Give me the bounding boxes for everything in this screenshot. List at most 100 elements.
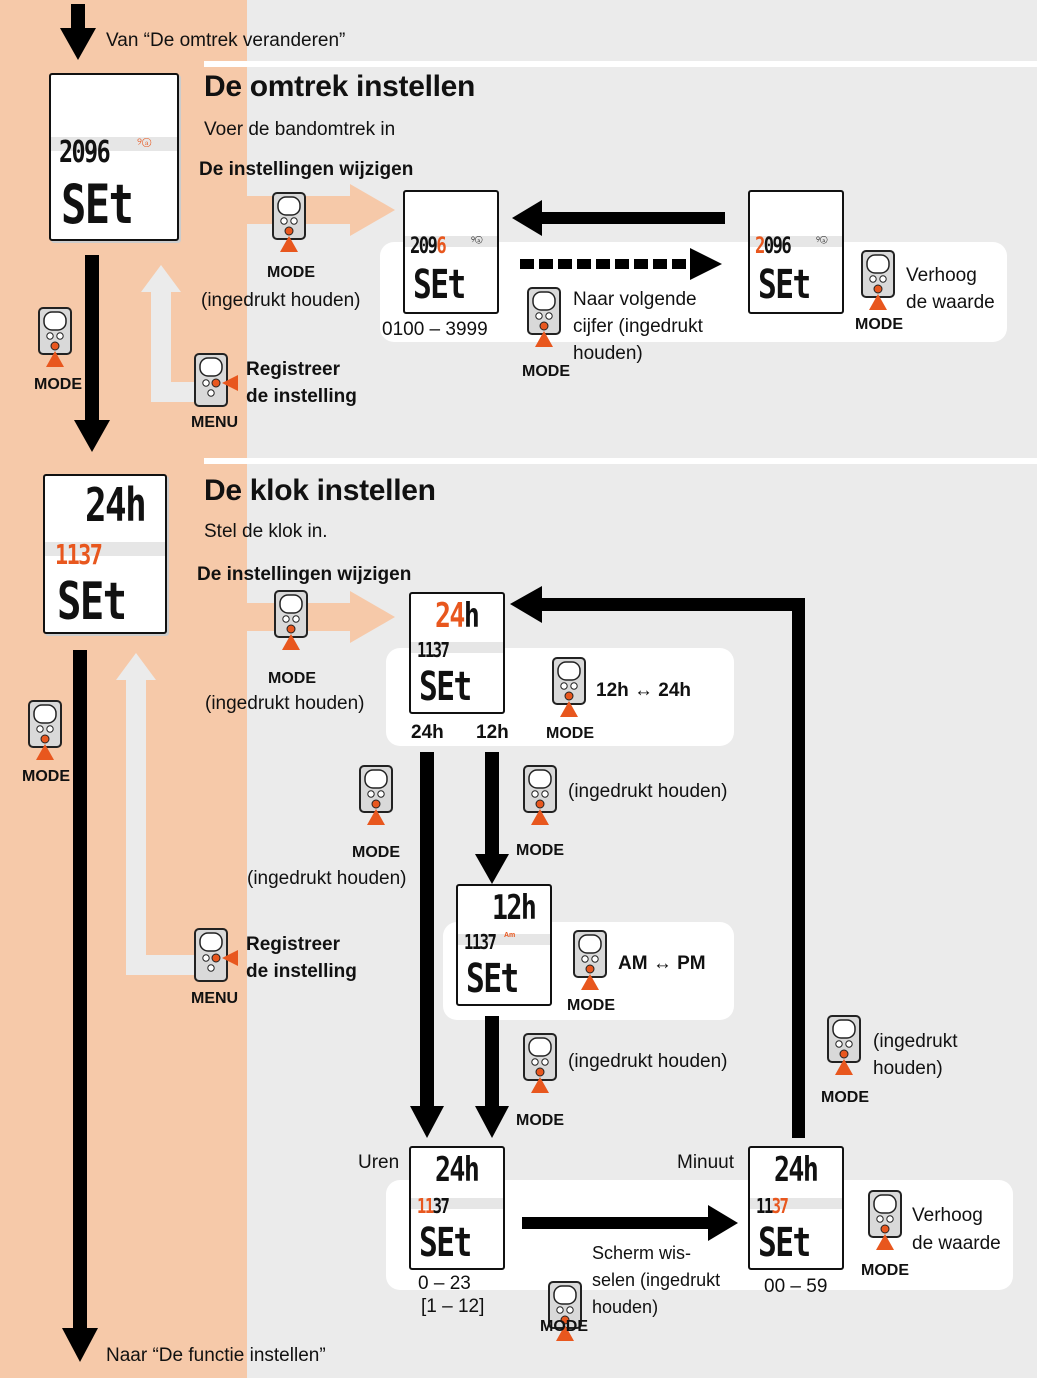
option-24h: 24h (411, 722, 444, 743)
menu-label: MENU (191, 414, 239, 431)
switch-screen-label: Scherm wis- (592, 1243, 692, 1263)
lcd-set: SEt (413, 262, 466, 308)
increase-label: Verhoog (912, 1205, 983, 1226)
divider (204, 458, 1037, 464)
lcd-set: SEt (419, 1220, 472, 1266)
device-mode-icon (523, 1033, 557, 1093)
menu-label: MENU (191, 990, 239, 1007)
unit-icon: ୨ⓐ (471, 235, 483, 244)
device-menu-icon (194, 928, 238, 982)
hours-label: Uren (358, 1152, 400, 1173)
mode-label: MODE (268, 670, 316, 687)
mode-label: MODE (34, 376, 82, 393)
lcd-set: SEt (419, 664, 472, 710)
hold-split-label: (ingedrukt (873, 1031, 958, 1052)
lcd-hours: 24h 1137 SEt (409, 1146, 505, 1270)
section-title: De omtrek instellen (204, 70, 476, 103)
next-digit-label: houden) (573, 343, 643, 364)
device-mode-icon (359, 765, 393, 825)
device-mode-icon (523, 765, 557, 825)
am-indicator: Am (504, 932, 516, 939)
switch-screen-label: houden) (592, 1297, 659, 1317)
top-note: Van “De omtrek veranderen” (106, 30, 346, 51)
device-mode-icon (548, 1281, 582, 1341)
lcd-24h: 24h (774, 1150, 819, 1190)
device-mode-icon (868, 1190, 902, 1250)
lcd-value: 2096 (410, 234, 447, 259)
lcd-value: 2096 (755, 234, 792, 259)
lcd-24h: 24h (435, 1150, 480, 1190)
device-mode-icon (28, 700, 62, 760)
hold-label: (ingedrukt houden) (247, 868, 407, 889)
lcd-value: 2096 (59, 135, 111, 170)
lcd-format-24h: 24h 1137 SEt (409, 592, 505, 714)
register-label: Registreer (246, 934, 340, 955)
lcd-set: SEt (61, 173, 134, 236)
change-heading: De instellingen wijzigen (199, 159, 414, 180)
bottom-note: Naar “De functie instellen” (106, 1345, 326, 1366)
increase-label: Verhoog (906, 265, 977, 286)
lcd-set: SEt (758, 1220, 811, 1266)
lcd-set: SEt (758, 262, 811, 308)
lcd-set: SEt (57, 572, 127, 632)
lcd-minutes: 24h 1137 SEt (748, 1146, 844, 1270)
main-arrow (60, 4, 110, 1362)
change-heading: De instellingen wijzigen (197, 564, 412, 585)
device-mode-icon (274, 590, 308, 650)
mode-label: MODE (516, 842, 564, 859)
lcd-24h: 24h (85, 478, 147, 532)
register-label: de instelling (246, 386, 357, 407)
mode-label: MODE (516, 1112, 564, 1129)
register-label: Registreer (246, 359, 340, 380)
lcd-set: SEt (466, 956, 519, 1002)
lcd-24h: 24h (435, 596, 480, 636)
device-mode-icon (827, 1015, 861, 1075)
increase-label: de waarde (906, 292, 995, 313)
lcd-time: 1137 (55, 538, 103, 571)
increase-label: de waarde (912, 1233, 1001, 1254)
minute-label: Minuut (677, 1152, 735, 1173)
lcd-12h: 12h (492, 888, 537, 928)
mode-label: MODE (567, 997, 615, 1014)
device-mode-icon (573, 930, 607, 990)
mode-label: MODE (861, 1262, 909, 1279)
toggle-am-pm: AM ↔ PM (618, 953, 706, 974)
device-mode-icon (38, 307, 72, 367)
return-arrow (116, 265, 198, 975)
section-subtitle: Voer de bandomtrek in (204, 119, 396, 140)
next-digit-label: cijfer (ingedrukt (573, 316, 703, 337)
lcd-digit-first: 2096 ୨ⓐ SEt (748, 190, 844, 314)
lcd-digit-edit: 2096 ୨ⓐ SEt (403, 190, 499, 314)
lcd-format-12h: 12h 1137 Am SEt (456, 884, 552, 1006)
range-label: 0100 – 3999 (382, 319, 488, 340)
toggle-12-24: 12h ↔ 24h (596, 680, 692, 701)
section-title: De klok instellen (204, 474, 436, 507)
lcd-time: 1137 (417, 638, 450, 662)
section-subtitle: Stel de klok in. (204, 521, 328, 542)
device-mode-icon (272, 192, 306, 252)
hold-label: (ingedrukt houden) (201, 290, 361, 311)
minute-range: 00 – 59 (764, 1276, 828, 1297)
divider (204, 61, 1037, 67)
device-mode-icon (527, 287, 561, 347)
device-menu-icon (194, 353, 238, 407)
unit-icon: ୨ⓐ (137, 137, 152, 148)
lcd-time: 1137 (417, 1194, 450, 1218)
hold-label: (ingedrukt houden) (568, 781, 728, 802)
mode-label: MODE (22, 768, 70, 785)
mode-label: MODE (540, 1318, 588, 1335)
unit-icon: ୨ⓐ (816, 235, 828, 244)
lcd-time: 1137 (464, 930, 497, 954)
switch-screen-label: selen (ingedrukt (592, 1270, 721, 1290)
dashed-arrow (520, 248, 722, 280)
mode-label: MODE (267, 264, 315, 281)
hours-range: [1 – 12] (421, 1296, 485, 1317)
hold-label: (ingedrukt houden) (205, 693, 365, 714)
mode-label: MODE (855, 316, 903, 333)
clock-arrows (410, 586, 805, 1241)
mode-label: MODE (522, 363, 570, 380)
digit-arrows (512, 200, 725, 280)
option-12h: 12h (476, 722, 509, 743)
lcd-circumference: 2096 ୨ⓐ SEt (49, 73, 179, 241)
mode-label: MODE (546, 725, 594, 742)
